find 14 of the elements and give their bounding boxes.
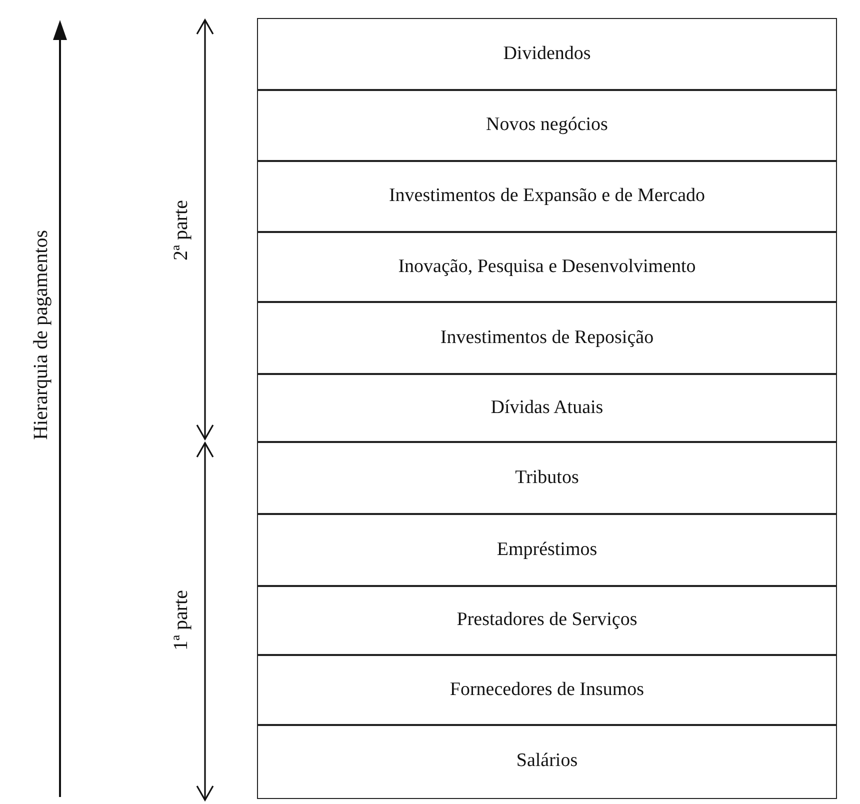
category-row: Prestadores de Serviços [257, 585, 837, 656]
category-row: Inovação, Pesquisa e Desenvolvimento [257, 231, 837, 302]
part-label: 1ª parte [170, 590, 193, 650]
category-row: Tributos [257, 441, 837, 514]
category-row: Novos negócios [257, 89, 837, 162]
category-row: Dívidas Atuais [257, 373, 837, 442]
part-label: 2ª parte [170, 200, 193, 260]
category-row: Investimentos de Reposição [257, 301, 837, 374]
axis-label: Hierarquia de pagamentos [30, 230, 53, 440]
category-row: Dividendos [257, 18, 837, 90]
category-row: Salários [257, 724, 837, 798]
category-row: Empréstimos [257, 513, 837, 586]
category-row: Investimentos de Expansão e de Mercado [257, 160, 837, 232]
category-row: Fornecedores de Insumos [257, 654, 837, 726]
